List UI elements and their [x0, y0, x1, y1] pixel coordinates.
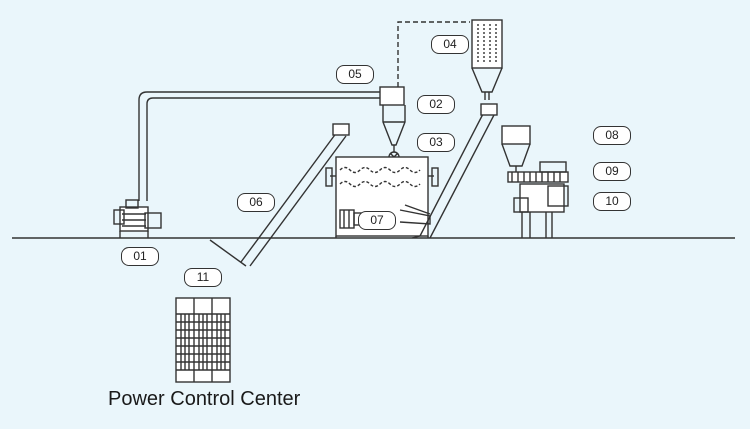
cyclone-separator — [379, 86, 406, 163]
power-control-center-caption: Power Control Center — [108, 388, 301, 410]
label-06: 06 — [237, 193, 275, 212]
label-02: 02 — [417, 95, 455, 114]
pellet-mill-hopper — [501, 125, 531, 172]
dust-collector — [471, 19, 503, 100]
pellet-mill — [507, 161, 569, 238]
label-04: 04 — [431, 35, 469, 54]
mixer-discharge — [399, 204, 431, 225]
label-11: 11 — [184, 268, 222, 287]
screw-conveyor-to-mixer — [209, 123, 350, 267]
dust-duct — [397, 21, 470, 87]
label-09: 09 — [593, 162, 631, 181]
label-10: 10 — [593, 192, 631, 211]
label-08: 08 — [593, 126, 631, 145]
label-05: 05 — [336, 65, 374, 84]
label-01: 01 — [121, 247, 159, 266]
pneumatic-pipe — [138, 91, 380, 201]
label-03: 03 — [417, 133, 455, 152]
screw-conveyor-to-pellet-mill — [411, 103, 498, 239]
crusher-machine — [113, 199, 162, 238]
label-07: 07 — [358, 211, 396, 230]
mixer-motor — [339, 209, 363, 229]
power-control-cabinet — [175, 297, 231, 383]
